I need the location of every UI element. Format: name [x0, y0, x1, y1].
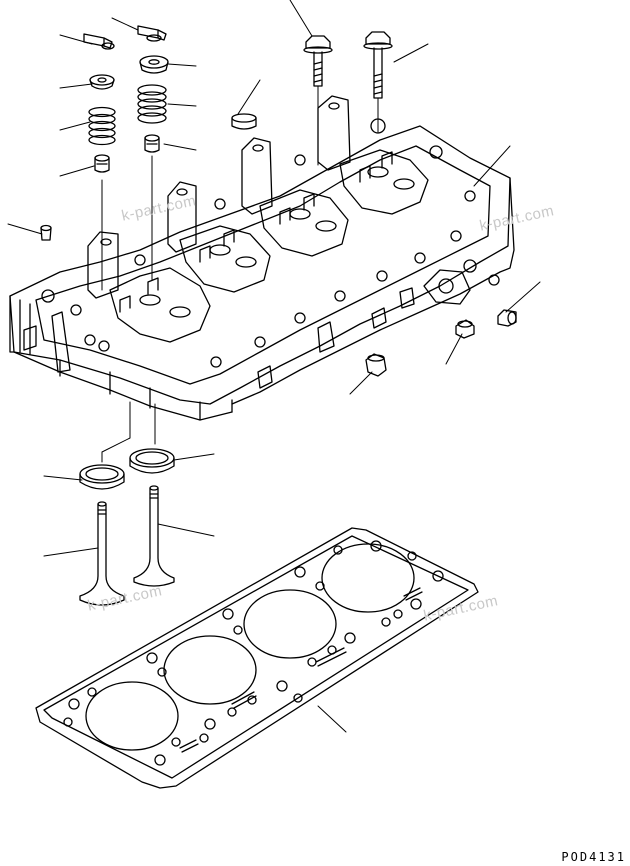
valve-cotter-intake	[137, 25, 167, 42]
cylinder-head	[9, 95, 515, 421]
valve-spring-exhaust	[88, 106, 116, 146]
valve-spring-intake	[137, 84, 167, 124]
plug-side-large	[365, 353, 387, 377]
figure-code: POD4131	[561, 850, 626, 864]
valve-cotter-exhaust	[83, 33, 115, 50]
valve-stem-seal-exhaust	[94, 154, 110, 173]
valve-exhaust	[79, 501, 125, 606]
valve-seat-exhaust	[79, 464, 125, 490]
cylinder-head-bolt-long	[363, 31, 393, 99]
spring-retainer-intake	[139, 55, 169, 74]
small-plug-top-left	[40, 224, 52, 241]
plug-side-small	[455, 319, 475, 339]
cylinder-head-bolt	[303, 35, 333, 87]
cylinder-head-gasket	[35, 527, 479, 789]
plug-rear	[497, 309, 517, 327]
leader-lines	[7, 0, 541, 733]
valve-seat-intake	[129, 448, 175, 474]
cap	[231, 113, 257, 130]
valve-intake	[133, 485, 175, 587]
valve-stem-seal-intake	[144, 134, 160, 153]
spring-retainer-exhaust	[89, 74, 115, 90]
